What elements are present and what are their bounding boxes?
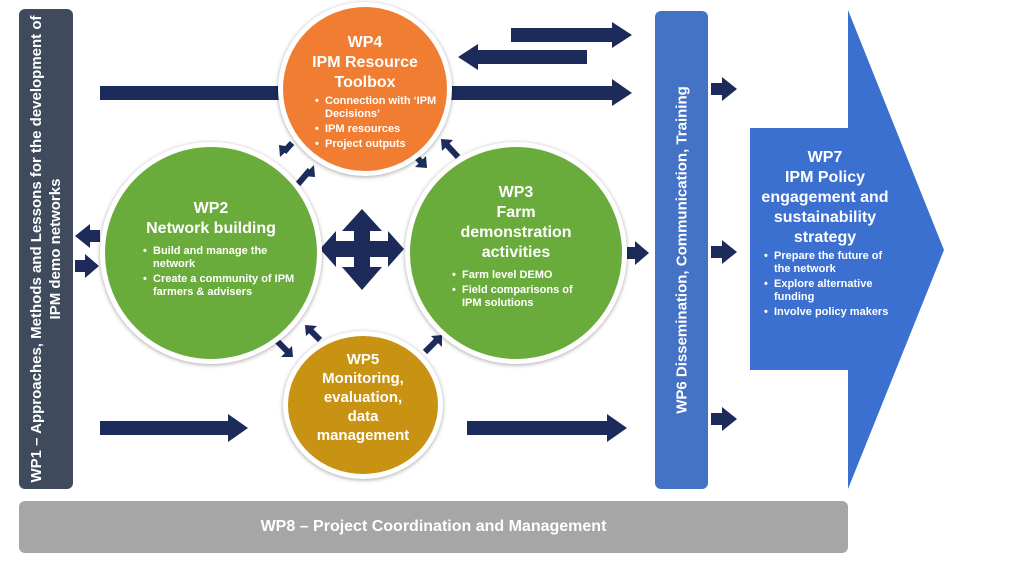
arrowhead-wp5-to-wp3 [431,335,442,347]
arrowhead-wp5-to-wp2 [305,325,317,336]
arrow-top-right [511,22,632,48]
wp8-label: WP8 – Project Coordination and Managemen… [260,518,607,535]
wp7-item: Involve policy makers [762,306,898,319]
arrow-wp2-to-wp1 [75,224,100,248]
wp4-item: Project outputs [313,138,447,151]
wp5-title-3: evaluation, [323,389,403,406]
arrow-wp5-to-wp2 [307,327,323,343]
wp7-content: WP7 IPM Policy engagement and sustainabi… [752,148,898,321]
wp3-items: Farm level DEMO Field comparisons of IPM… [450,269,592,310]
arrow-wp3-to-wp6 [627,241,649,265]
wp7-title-1: WP7 [807,149,843,166]
wp3-item: Field comparisons of IPM solutions [450,284,592,310]
wp7-title-2: IPM Policy [784,169,866,186]
wp3-title-4: activities [481,244,551,261]
wp4-title-2: IPM Resource [312,54,418,71]
wp5-title-1: WP5 [346,351,380,368]
wp1-bar: WP1 – Approaches, Methods and Lessons fo… [19,9,73,489]
wp7-item: Explore alternative funding [762,278,898,304]
wp3-title-3: demonstration [460,224,572,241]
arrow-wp3-to-wp4 [443,141,461,160]
arrow-wp6-to-wp7-2 [711,240,737,264]
wp2-item: Create a community of IPM farmers & advi… [141,273,295,299]
wp3-circle: WP3 Farm demonstration activities Farm l… [405,142,627,364]
arrow-top-left [458,44,587,70]
wp4-items: Connection with ‘IPM Decisions’ IPM reso… [313,95,447,151]
wp4-title-1: WP4 [347,34,383,51]
wp7-items: Prepare the future of the network Explor… [762,250,898,319]
wp5-title-5: management [316,427,410,444]
arrowhead-wp4-to-wp3 [415,156,427,168]
wp3-title-2: Farm [496,204,536,221]
wp7-title-5: strategy [793,229,857,246]
arrow-bottom-wp5-to-wp6 [467,414,627,442]
wp7-item: Prepare the future of the network [762,250,898,276]
wp2-circle: WP2 Network building Build and manage th… [100,142,322,364]
wp4-item: IPM resources [313,123,447,136]
arrow-wp1-to-wp2 [75,254,99,278]
arrow-wp5-to-wp3 [422,337,440,355]
wp5-title-4: data [347,408,379,425]
wp7-title-3: engagement and [761,189,889,206]
wp3-title-1: WP3 [498,184,534,201]
wp5-title-2: Monitoring, [322,370,404,387]
wp8-bar: WP8 – Project Coordination and Managemen… [19,501,848,553]
arrowhead-wp4-to-wp2 [279,145,291,157]
wp3-item: Farm level DEMO [450,269,592,282]
wp4-title-3: Toolbox [334,74,396,91]
arrowhead-wp2-to-wp4 [303,165,315,177]
wp2-title-2: Network building [146,220,276,237]
wp4-circle: WP4 IPM Resource Toolbox Connection with… [278,2,452,176]
wp2-items: Build and manage the network Create a co… [141,245,295,299]
wp6-bar: WP6 Dissemination, Communication, Traini… [655,11,708,489]
wp2-item: Build and manage the network [141,245,295,271]
arrowhead-wp2-to-wp5 [281,346,293,357]
wp5-circle: WP5 Monitoring, evaluation, data managem… [283,331,443,479]
wp2-title-1: WP2 [193,200,229,217]
wp4-item: Connection with ‘IPM Decisions’ [313,95,447,121]
arrow-wp6-to-wp7-1 [711,77,737,101]
wp7-title-4: sustainability [773,209,877,226]
arrow-wp6-to-wp7-3 [711,407,737,431]
arrow-bottom-left-to-wp5 [100,414,248,442]
arrow-wp2-to-wp5 [273,337,291,355]
central-cross-arrow [320,209,404,290]
